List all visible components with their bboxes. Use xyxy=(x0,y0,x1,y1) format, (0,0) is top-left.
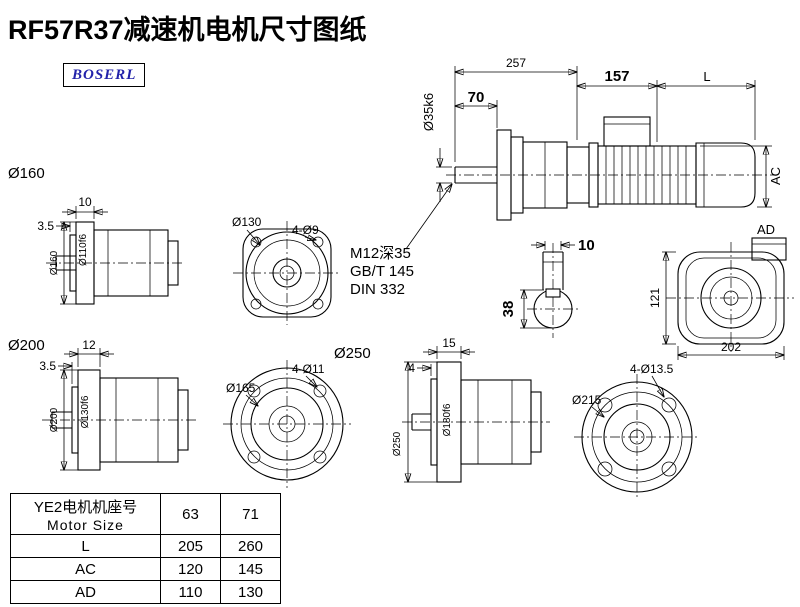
table-row-AD: AD 110 130 xyxy=(10,580,281,604)
frame-size-63: 63 xyxy=(160,493,221,535)
dim-flange160-spigot-dia: Ø110f6 xyxy=(78,234,89,266)
dim-motor-length-L: L xyxy=(703,69,710,84)
row-label-AC: AC xyxy=(10,557,161,581)
series-label-160: Ø160 xyxy=(8,165,45,182)
table-row-L: L 205 260 xyxy=(10,534,281,558)
flange200-face-view: Ø165 4-Ø11 xyxy=(223,360,351,488)
flange160-face-view: Ø130 4-Ø9 xyxy=(232,215,341,325)
shaft-end-detail: 10 38 xyxy=(500,237,595,338)
dim-flange160-spigot-depth: 3.5 xyxy=(37,219,54,233)
frame-size-71: 71 xyxy=(220,493,281,535)
row-label-L: L xyxy=(10,534,161,558)
dim-motor-width-202: 202 xyxy=(721,340,741,354)
flange250-side-view: Ø250 15 4 Ø250 Ø180f6 xyxy=(334,336,550,483)
dim-flange160-thickness: 10 xyxy=(78,195,92,209)
dim-flange200-thickness: 12 xyxy=(82,338,96,352)
motor-size-label-cn: YE2电机机座号 xyxy=(33,498,138,516)
dim-key-width: 10 xyxy=(578,237,595,254)
dim-flange250-spigot-dia: Ø180f6 xyxy=(442,403,453,436)
main-side-view: 257 157 L 70 Ø35k6 AC xyxy=(421,56,783,221)
dim-shaft-section-height: 38 xyxy=(500,301,517,318)
motor-rear-view: AD 121 202 xyxy=(648,222,794,360)
dim-motor-side-121: 121 xyxy=(648,288,662,308)
dim-flange200-outer-dia: Ø200 xyxy=(49,407,60,432)
dim-flange250-spigot-depth: 4 xyxy=(408,361,415,375)
row-label-AD: AD xyxy=(10,580,161,604)
table-row-AC: AC 120 145 xyxy=(10,557,281,581)
dim-flange250-holes: 4-Ø13.5 xyxy=(630,362,674,376)
dim-motor-height-AC: AC xyxy=(768,167,783,185)
dim-flange200-bolt-circle: Ø165 xyxy=(226,381,256,395)
dim-motor-AD: AD xyxy=(757,222,775,237)
motor-size-label-en: Motor Size xyxy=(47,516,124,533)
value-AD-71: 130 xyxy=(220,580,281,604)
motor-size-table: YE2电机机座号 Motor Size 63 71 L 205 260 AC 1… xyxy=(10,493,281,604)
page-title: RF57R37减速机电机尺寸图纸 xyxy=(8,15,367,45)
brand-logo: BOSERL xyxy=(63,63,146,87)
brand-logo-text: BOSERL xyxy=(72,67,137,83)
value-AD-63: 110 xyxy=(160,580,221,604)
dim-flange200-spigot-depth: 3.5 xyxy=(39,359,56,373)
series-label-250: Ø250 xyxy=(334,345,371,362)
note-din-standard: DIN 332 xyxy=(350,281,405,298)
flange200-side-view: Ø200 12 3.5 Ø200 Ø130f6 xyxy=(8,337,198,471)
dim-flange160-bolt-circle: Ø130 xyxy=(232,215,262,229)
dim-shaft-length: 70 xyxy=(468,89,485,106)
dim-flange250-thickness: 15 xyxy=(442,336,456,350)
series-label-200: Ø200 xyxy=(8,337,45,354)
note-gb-standard: GB/T 145 xyxy=(350,263,414,280)
table-header-row: YE2电机机座号 Motor Size 63 71 xyxy=(10,493,281,535)
dim-motor-section: 157 xyxy=(604,68,629,85)
dim-overall-length: 257 xyxy=(506,56,526,70)
dim-flange200-spigot-dia: Ø130f6 xyxy=(80,395,91,428)
dim-flange160-outer-dia: Ø160 xyxy=(49,250,60,275)
dim-flange250-bolt-circle: Ø215 xyxy=(572,393,602,407)
value-AC-71: 145 xyxy=(220,557,281,581)
dim-flange250-outer-dia: Ø250 xyxy=(392,431,403,456)
value-L-71: 260 xyxy=(220,534,281,558)
dim-shaft-diameter: Ø35k6 xyxy=(421,93,436,131)
flange250-face-view: Ø215 4-Ø13.5 xyxy=(572,362,700,500)
value-AC-63: 120 xyxy=(160,557,221,581)
dim-flange160-holes: 4-Ø9 xyxy=(292,223,319,237)
note-tap-size: M12深35 xyxy=(350,245,411,262)
center-hole-note: M12深35 GB/T 145 DIN 332 xyxy=(350,184,452,298)
flange160-side-view: Ø160 10 3.5 Ø160 Ø110f6 xyxy=(8,165,184,305)
value-L-63: 205 xyxy=(160,534,221,558)
dim-flange200-holes: 4-Ø11 xyxy=(292,362,325,376)
motor-size-header-cell: YE2电机机座号 Motor Size xyxy=(10,493,161,535)
